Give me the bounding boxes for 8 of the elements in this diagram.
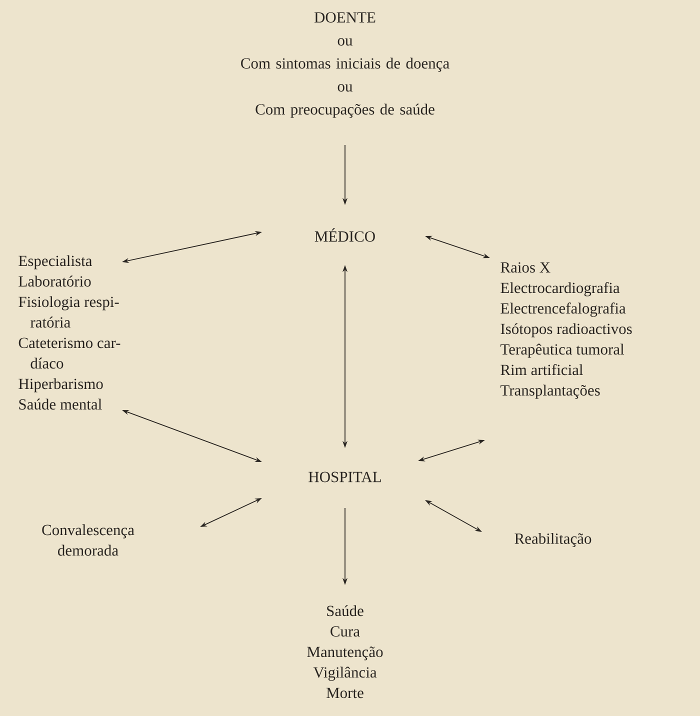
node-label: Convalescença demorada — [42, 524, 134, 556]
list-text: Saúde Cura Manutenção Vigilância Morte — [307, 605, 383, 698]
node-label: MÉDICO — [314, 228, 375, 242]
heading-text: DOENTE ou Com sintomas iniciais de doença ou Com preocupações de saúde — [241, 12, 450, 118]
node-label: Reabilitação — [514, 532, 592, 548]
list-text: Especialista Laboratório Fisiologia respi- ratória Cateterismo car- díaco Hiperbarismo Saúde mental — [18, 255, 120, 410]
node-label: HOSPITAL — [308, 472, 381, 482]
list-text: Raios X Electrocardiografia Electrencefalografia Isótopos radioactivos Terapêutica tumoral Rim artificial Transplantações — [500, 262, 632, 399]
